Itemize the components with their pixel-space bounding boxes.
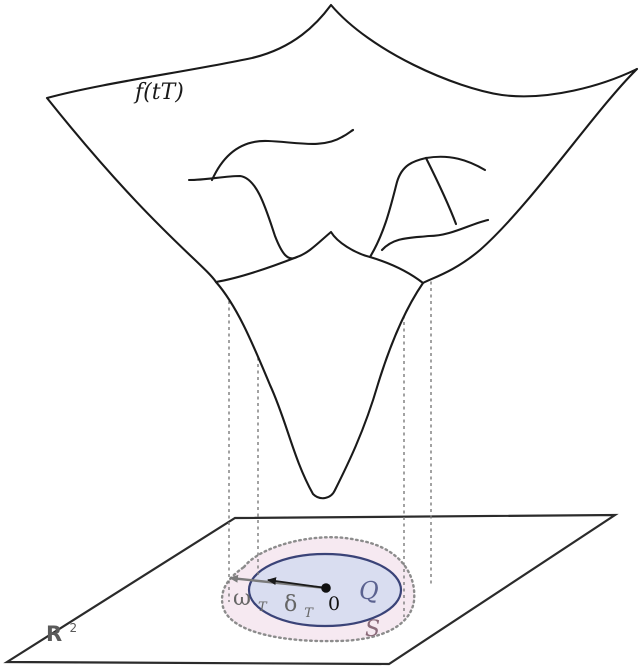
surface-outline [45, 3, 639, 500]
delta-arrow [267, 577, 327, 589]
delta-label-subscript: T [304, 606, 314, 621]
plane-label-main: R [46, 622, 62, 646]
plane-label-superscript: 2 [69, 621, 77, 635]
omega-label: ω T [233, 586, 268, 615]
right-fold-right-branch [424, 156, 458, 226]
origin-label: 0 [328, 593, 340, 615]
s-label: S [365, 617, 380, 642]
left-inner-fold [214, 230, 425, 285]
plane-label: R 2 [46, 621, 77, 646]
omega-label-main: ω [233, 586, 251, 611]
surface-folds [187, 128, 490, 285]
right-fold-inner [380, 218, 490, 252]
origin-point [321, 583, 331, 593]
left-fold-stem [187, 174, 299, 260]
right-fold-stem [368, 156, 428, 259]
surface-label: f(tT) [133, 80, 184, 105]
left-fold-top [210, 128, 355, 182]
q-label: Q [359, 577, 379, 605]
right-fold-top [424, 155, 487, 172]
delta-label: δ T [284, 592, 314, 621]
omega-label-subscript: T [258, 600, 268, 615]
delta-label-main: δ [284, 592, 297, 617]
